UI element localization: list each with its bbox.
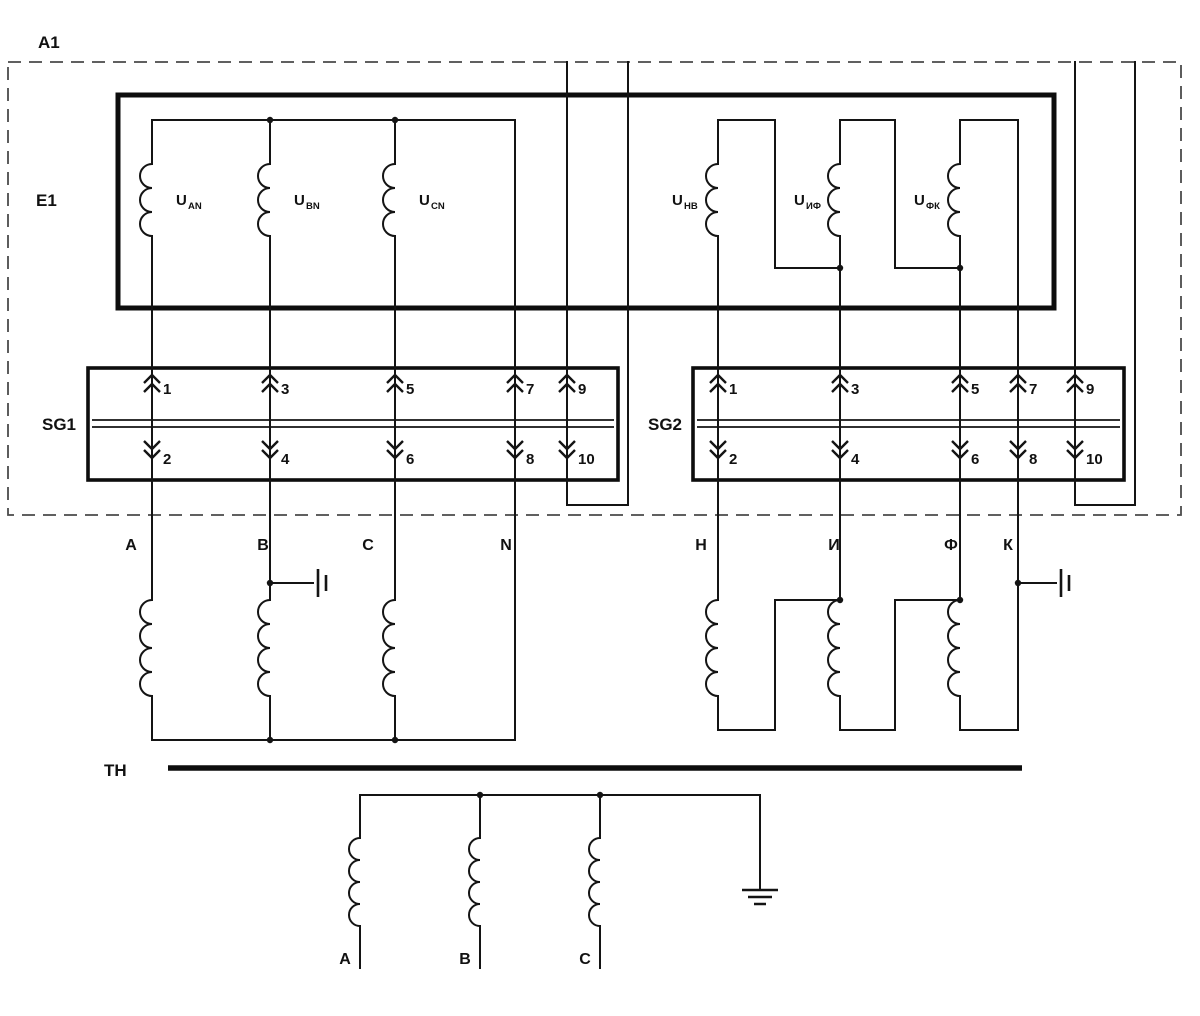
- phase-label-c: C: [362, 537, 374, 554]
- terminal-number: 2: [163, 451, 171, 468]
- terminal-number: 7: [1029, 381, 1037, 398]
- terminal-number: 9: [1086, 381, 1094, 398]
- phase-label-k-cyr: К: [1003, 537, 1013, 554]
- test-block-sg2-box: [691, 366, 1126, 482]
- sg1-contact-arrows: [142, 373, 577, 460]
- terminal-number: 7: [526, 381, 534, 398]
- wires-right-group: [717, 61, 1136, 731]
- terminal-number: 5: [406, 381, 414, 398]
- terminal-number: 8: [1029, 451, 1037, 468]
- terminal-number: 6: [406, 451, 414, 468]
- tn-label: ТН: [104, 761, 127, 780]
- coil-label-ufk-sub: ФК: [926, 201, 940, 212]
- coil-label-ufk: U: [914, 192, 925, 209]
- winding-f: [947, 599, 961, 697]
- primary-label-a: A: [339, 951, 351, 968]
- coil-ufk: [947, 163, 961, 237]
- coil-label-uif: U: [794, 192, 805, 209]
- primary-winding-c: [588, 837, 601, 927]
- coil-label-ucn: U: [419, 192, 430, 209]
- primary-winding-a: [348, 837, 361, 927]
- sg1-border: [86, 366, 620, 482]
- primary-windings: [348, 837, 601, 927]
- coil-unv: [705, 163, 719, 237]
- sg2-terminal-numbers: 1 3 5 7 9 2 4 6 8 10: [729, 381, 1103, 468]
- chassis-ground-k-icon: [1059, 569, 1071, 597]
- wires-left-group: [151, 61, 629, 741]
- coil-label-ubn-sub: BN: [306, 201, 320, 212]
- earth-ground-icon: [742, 888, 778, 906]
- coil-label-uan-sub: AN: [188, 201, 202, 212]
- sg1-label: SG1: [42, 415, 76, 434]
- terminal-number: 6: [971, 451, 979, 468]
- secondary-windings: [139, 599, 961, 697]
- wires-transformer-primary: [168, 765, 1022, 969]
- device-a1-boundary: [7, 61, 1182, 516]
- coil-label-uif-sub: ИФ: [806, 201, 821, 212]
- terminal-number: 2: [729, 451, 737, 468]
- sg2-contact-bar: [697, 419, 1120, 428]
- coil-label-unv-sub: НВ: [684, 201, 698, 212]
- primary-winding-b: [468, 837, 481, 927]
- coil-label-ubn: U: [294, 192, 305, 209]
- terminal-number: 1: [729, 381, 737, 398]
- coil-ucn: [382, 163, 396, 237]
- winding-b: [257, 599, 271, 697]
- terminal-number: 10: [1086, 451, 1103, 468]
- terminal-number: 8: [526, 451, 534, 468]
- e1-label: E1: [36, 191, 57, 210]
- winding-n: [705, 599, 719, 697]
- coil-ubn: [257, 163, 271, 237]
- winding-a: [139, 599, 153, 697]
- terminal-number: 4: [851, 451, 860, 468]
- terminal-number: 1: [163, 381, 171, 398]
- coil-label-ucn-sub: CN: [431, 201, 445, 212]
- primary-label-b: B: [459, 951, 471, 968]
- e1-border: [115, 92, 1057, 311]
- phase-label-a: A: [125, 537, 137, 554]
- test-block-sg1-box: [86, 366, 620, 482]
- sg1-terminal-numbers: 1 3 5 7 9 2 4 6 8 10: [163, 381, 595, 468]
- phase-label-b: B: [257, 537, 269, 554]
- sg1-contact-bar: [92, 419, 614, 428]
- primary-label-c: C: [579, 951, 591, 968]
- coil-uan: [139, 163, 153, 237]
- phase-label-n: N: [500, 537, 512, 554]
- phase-labels: A B C N Н И Ф К: [125, 537, 1013, 554]
- a1-dashed-border: [7, 61, 1182, 516]
- winding-c: [382, 599, 396, 697]
- terminal-number: 3: [281, 381, 289, 398]
- sg2-label: SG2: [648, 415, 682, 434]
- voltage-coils-e1: [139, 163, 961, 237]
- junction-dots: [266, 116, 1022, 799]
- terminal-number: 10: [578, 451, 595, 468]
- sg2-contact-arrows: [708, 373, 1085, 460]
- terminal-number: 3: [851, 381, 859, 398]
- coil-label-uan: U: [176, 192, 187, 209]
- winding-i: [827, 599, 841, 697]
- terminal-number: 5: [971, 381, 979, 398]
- coil-labels: U AN U BN U CN U НВ U ИФ U ФК: [176, 192, 940, 212]
- a1-label: A1: [38, 33, 60, 52]
- phase-label-f-cyr: Ф: [944, 537, 958, 554]
- phase-label-i-cyr: И: [828, 537, 840, 554]
- terminal-number: 9: [578, 381, 586, 398]
- coil-uif: [827, 163, 841, 237]
- phase-label-n-cyr: Н: [695, 537, 707, 554]
- chassis-ground-b-icon: [316, 569, 328, 597]
- coil-label-unv: U: [672, 192, 683, 209]
- terminal-number: 4: [281, 451, 290, 468]
- primary-terminal-labels: A B C: [339, 951, 591, 968]
- meter-e1-box: [115, 92, 1057, 311]
- sg2-border: [691, 366, 1126, 482]
